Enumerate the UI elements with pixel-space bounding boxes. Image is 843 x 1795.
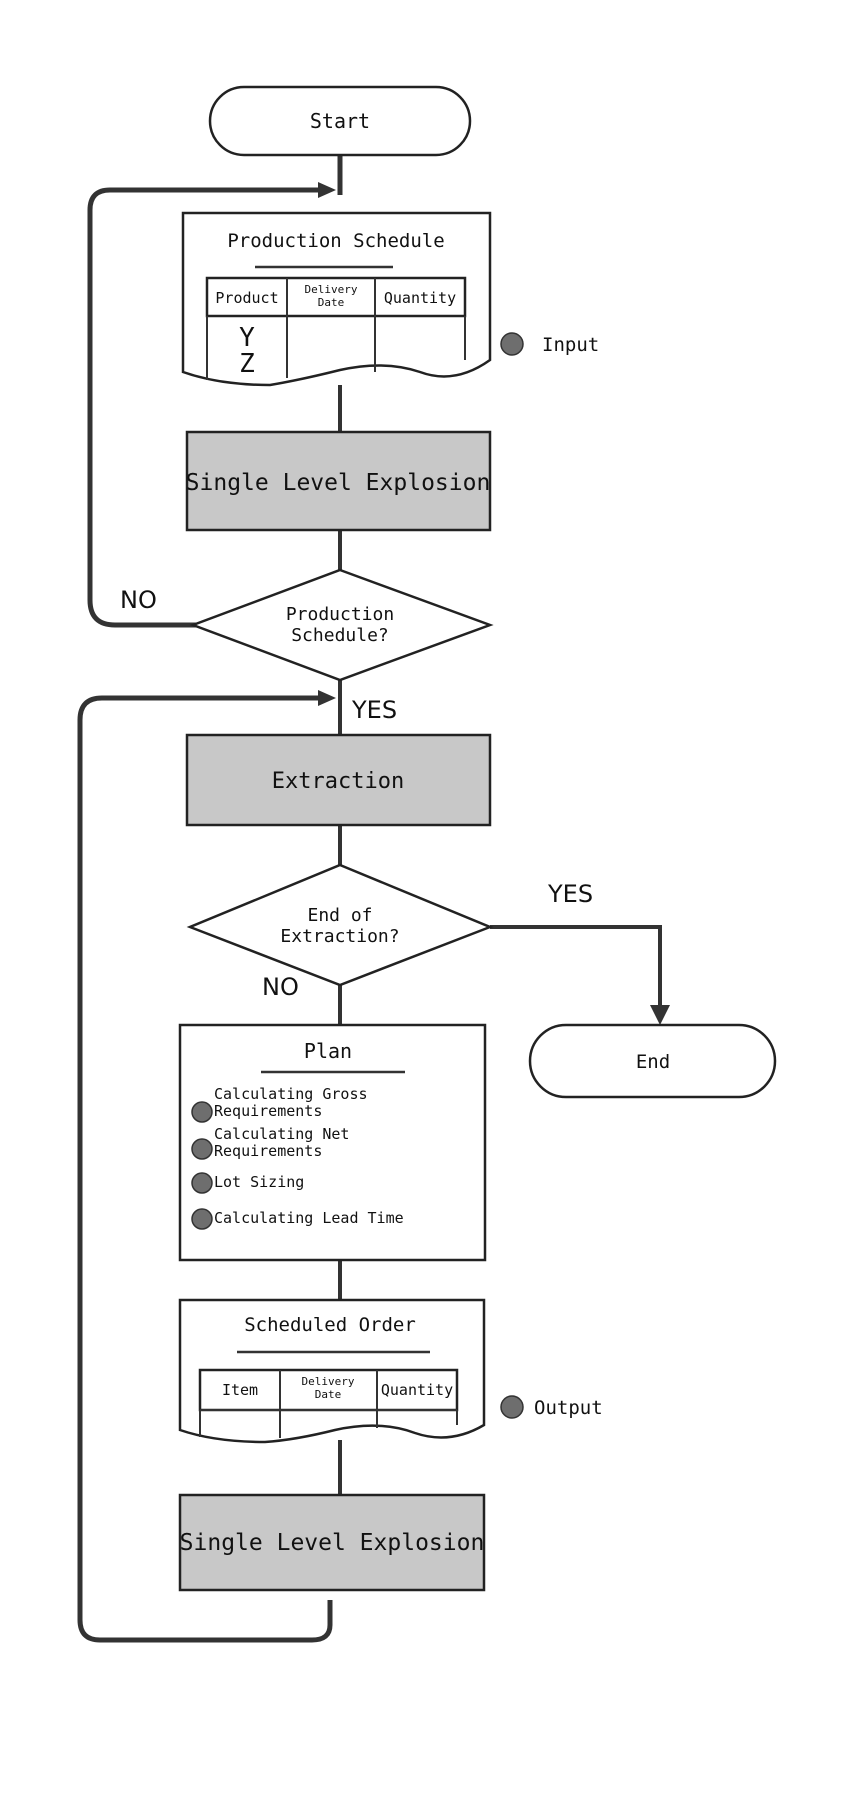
- explosion-top-label: Single Level Explosion: [186, 470, 491, 496]
- column-delivery-date-out-2: Date: [315, 1388, 342, 1401]
- plan-step-4-line1: Calculating Lead Time: [214, 1209, 404, 1227]
- plan-box: Plan Calculating Gross Requirements Calc…: [178, 1023, 487, 1262]
- plan-step-3-line1: Lot Sizing: [214, 1173, 304, 1191]
- end-terminator: End: [528, 1023, 777, 1099]
- plan-step-1-line2: Requirements: [214, 1102, 322, 1120]
- output-label: Output: [534, 1397, 603, 1419]
- start-label: Start: [310, 109, 370, 133]
- plan-step-2-line2: Requirements: [214, 1142, 322, 1160]
- column-quantity-out: Quantity: [381, 1381, 453, 1399]
- scheduled-order-document: Scheduled Order Item Delivery Date Quant…: [178, 1298, 486, 1444]
- plan-step-bullet-icon: [191, 1172, 213, 1194]
- plan-step-bullet-icon: [191, 1208, 213, 1230]
- scheduled-order-title: Scheduled Order: [244, 1314, 416, 1336]
- decision-schedule-yes-label: YES: [351, 696, 397, 724]
- column-quantity: Quantity: [384, 289, 456, 307]
- production-schedule-title: Production Schedule: [227, 230, 444, 252]
- decision-extraction-yes-label: YES: [547, 880, 593, 908]
- decision-extraction-no-label: NO: [262, 973, 299, 1001]
- extraction-label: Extraction: [272, 769, 404, 794]
- output-dot-icon: [500, 1395, 524, 1419]
- arrowhead: [318, 182, 336, 198]
- decision-schedule-line2: Schedule?: [291, 625, 389, 646]
- decision-extraction-line1: End of: [307, 905, 372, 926]
- decision-schedule-no-label: NO: [120, 586, 157, 614]
- decision-schedule-line1: Production: [286, 604, 394, 625]
- column-delivery-date-2: Date: [318, 296, 345, 309]
- plan-step-bullet-icon: [191, 1138, 213, 1160]
- explosion-bottom-label: Single Level Explosion: [180, 1530, 485, 1556]
- row-product-z: Z: [239, 349, 255, 379]
- column-product: Product: [215, 289, 278, 307]
- row-product-y: Y: [239, 323, 255, 353]
- output-marker: Output: [500, 1395, 603, 1419]
- plan-step-2-line1: Calculating Net: [214, 1125, 349, 1143]
- column-item: Item: [222, 1381, 258, 1399]
- input-marker: Input: [500, 332, 599, 356]
- decision-end-of-extraction: End of Extraction? YES NO: [186, 863, 593, 1001]
- decision-production-schedule: Production Schedule? NO YES: [120, 568, 494, 724]
- production-schedule-document: Production Schedule Product Delivery Dat…: [181, 211, 492, 387]
- start-terminator: Start: [208, 85, 472, 157]
- arrowhead: [318, 690, 336, 706]
- decision-extraction-line2: Extraction?: [280, 926, 399, 947]
- input-label: Input: [542, 334, 599, 356]
- plan-title: Plan: [304, 1039, 352, 1063]
- end-label: End: [636, 1051, 670, 1073]
- single-level-explosion-bottom: Single Level Explosion: [178, 1493, 486, 1592]
- column-delivery-date-out-1: Delivery: [302, 1375, 355, 1388]
- arrowhead: [650, 1005, 670, 1025]
- single-level-explosion-top: Single Level Explosion: [186, 430, 492, 532]
- column-delivery-date-1: Delivery: [305, 283, 358, 296]
- connectors: [77, 155, 670, 1643]
- input-dot-icon: [500, 332, 524, 356]
- plan-step-1-line1: Calculating Gross: [214, 1085, 368, 1103]
- extraction-process: Extraction: [185, 733, 492, 827]
- plan-step-bullet-icon: [191, 1101, 213, 1123]
